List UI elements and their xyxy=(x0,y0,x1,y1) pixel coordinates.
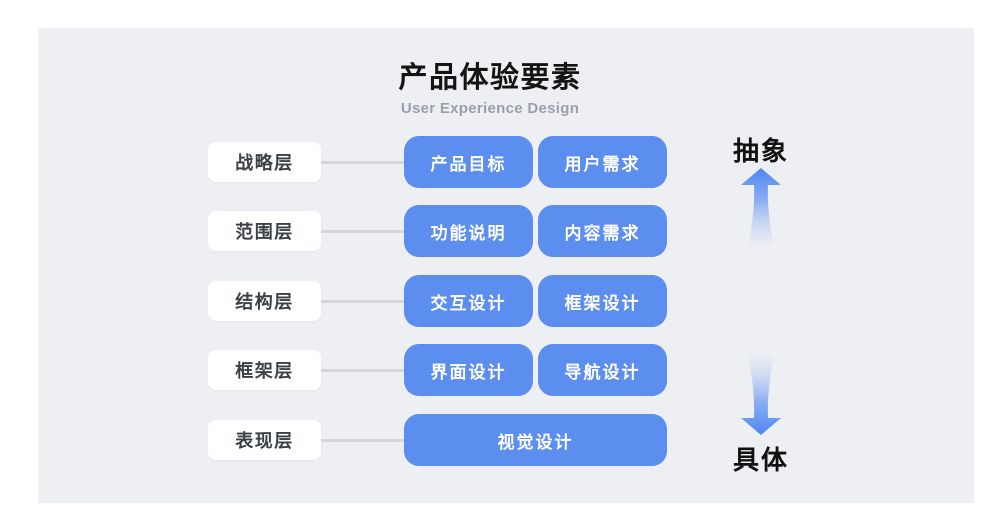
layer-row-surface: 表现层 视觉设计 xyxy=(208,414,667,466)
item-user-need: 用户需求 xyxy=(538,136,667,188)
layer-row-scope: 范围层 功能说明 内容需求 xyxy=(208,205,667,257)
item-feature-spec: 功能说明 xyxy=(404,205,533,257)
layer-label-strategy: 战略层 xyxy=(208,142,321,182)
layer-row-structure: 结构层 交互设计 框架设计 xyxy=(208,275,667,327)
layer-label-scope: 范围层 xyxy=(208,211,321,251)
item-interface-design: 界面设计 xyxy=(404,344,533,396)
layer-label-skeleton: 框架层 xyxy=(208,350,321,390)
layer-items: 视觉设计 xyxy=(404,414,667,466)
connector-line xyxy=(321,438,404,442)
layer-label-structure: 结构层 xyxy=(208,281,321,321)
layer-items: 界面设计 导航设计 xyxy=(404,344,667,396)
layer-row-strategy: 战略层 产品目标 用户需求 xyxy=(208,136,667,188)
connector-line xyxy=(321,368,404,372)
item-visual-design: 视觉设计 xyxy=(404,414,667,466)
item-navigation-design: 导航设计 xyxy=(538,344,667,396)
connector-line xyxy=(321,160,404,164)
layer-items: 交互设计 框架设计 xyxy=(404,275,667,327)
connector-line xyxy=(321,299,404,303)
item-content-need: 内容需求 xyxy=(538,205,667,257)
layer-label-surface: 表现层 xyxy=(208,420,321,460)
up-arrow-icon xyxy=(741,168,781,248)
axis-label-abstract: 抽象 xyxy=(732,136,789,166)
diagram-panel: 产品体验要素 User Experience Design 战略层 产品目标 用… xyxy=(38,28,974,503)
page-title: 产品体验要素 xyxy=(398,62,582,94)
down-arrow-icon xyxy=(741,353,781,435)
layer-items: 功能说明 内容需求 xyxy=(404,205,667,257)
abstraction-axis: 抽象 具体 xyxy=(721,28,801,503)
layer-items: 产品目标 用户需求 xyxy=(404,136,667,188)
axis-label-concrete: 具体 xyxy=(732,445,789,475)
layer-row-skeleton: 框架层 界面设计 导航设计 xyxy=(208,344,667,396)
connector-line xyxy=(321,229,404,233)
item-product-goal: 产品目标 xyxy=(404,136,533,188)
page-subtitle: User Experience Design xyxy=(400,100,580,117)
diagram-header: 产品体验要素 User Experience Design xyxy=(38,54,942,117)
item-interaction-design: 交互设计 xyxy=(404,275,533,327)
item-framework-design: 框架设计 xyxy=(538,275,667,327)
